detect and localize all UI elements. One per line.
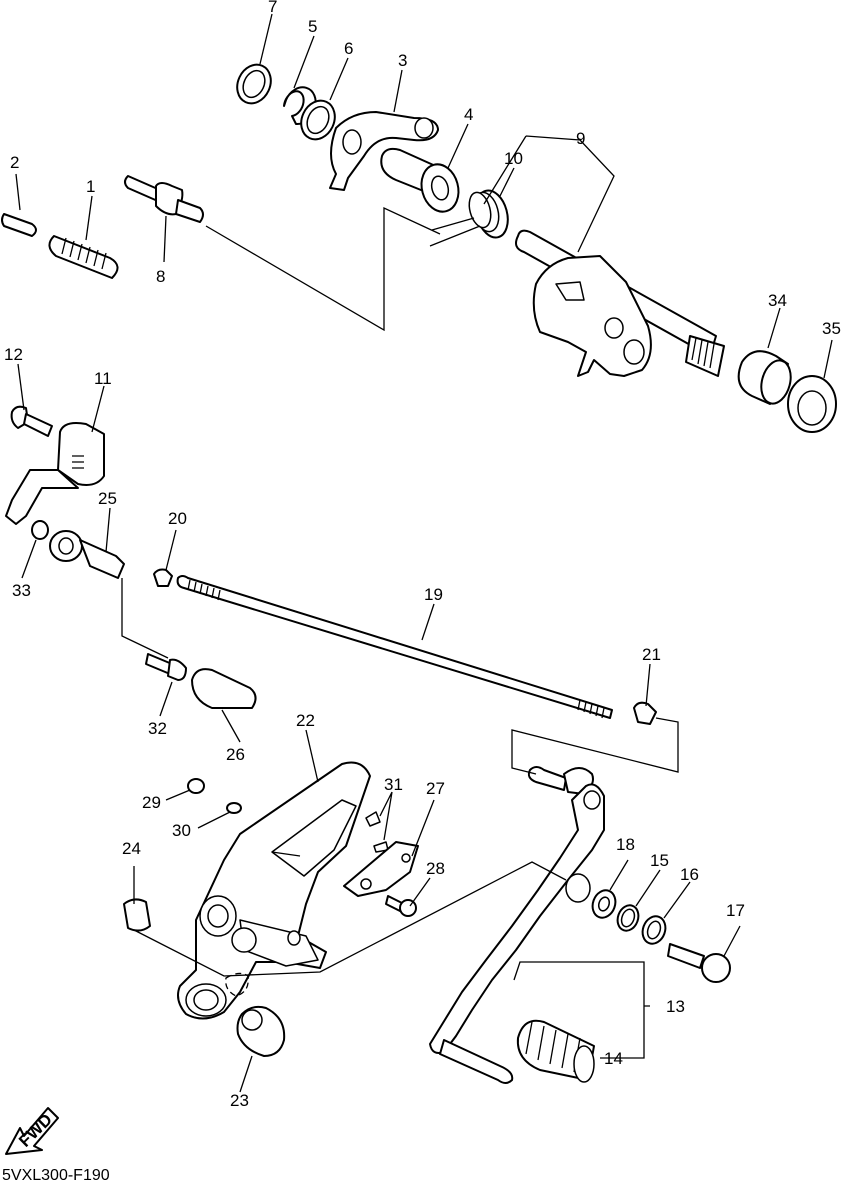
- part-washer-33: [31, 520, 49, 540]
- callout-19: 19: [424, 585, 443, 604]
- part-pin: [1, 213, 37, 237]
- callout-2: 2: [10, 153, 19, 172]
- callout-9: 9: [576, 129, 585, 148]
- callout-17: 17: [726, 901, 745, 920]
- part-washer-15: [616, 904, 640, 932]
- callout-8: 8: [156, 267, 165, 286]
- part-rubber-damper: [236, 1005, 286, 1057]
- part-nut-20: [153, 568, 173, 587]
- callout-10: 10: [504, 149, 523, 168]
- part-pedal-bolt: [667, 943, 731, 983]
- leader-lines: [15, 13, 833, 1093]
- callout-1: 1: [86, 177, 95, 196]
- part-stopper-bolt: [124, 175, 204, 223]
- part-washer-18: [591, 889, 617, 919]
- part-rod-end-cover: [191, 668, 257, 709]
- part-torsion-spring: [429, 189, 509, 247]
- part-nut-29: [187, 778, 205, 794]
- part-washer-16: [641, 915, 667, 945]
- callout-24: 24: [122, 839, 141, 858]
- callout-22: 22: [296, 711, 315, 730]
- callout-25: 25: [98, 489, 117, 508]
- part-footrest-bracket: [177, 761, 371, 1020]
- callout-21: 21: [642, 645, 661, 664]
- part-bolt-32: [145, 653, 187, 681]
- callout-29: 29: [142, 793, 161, 812]
- drawing-code: 5VXL300-F190: [2, 1167, 110, 1184]
- fwd-arrow-icon: FWD: [5, 1107, 59, 1155]
- callout-6: 6: [344, 39, 353, 58]
- callout-5: 5: [308, 17, 317, 36]
- callout-20: 20: [168, 509, 187, 528]
- callout-4: 4: [464, 105, 473, 124]
- part-bolt-12: [10, 405, 53, 437]
- callout-35: 35: [822, 319, 841, 338]
- callout-labels: 1 2 3 4 5 6 7 8 9 10 11 12 13 14 15 16 1…: [4, 0, 841, 1110]
- part-oil-seal: [787, 375, 837, 433]
- part-shift-rod: [176, 575, 613, 719]
- callout-15: 15: [650, 851, 669, 870]
- part-spring: [48, 235, 119, 279]
- callout-26: 26: [226, 745, 245, 764]
- part-shift-pedal: [429, 783, 605, 1084]
- callout-34: 34: [768, 291, 787, 310]
- part-pedal-rubber: [516, 1019, 595, 1083]
- callout-33: 33: [12, 581, 31, 600]
- part-washer-7: [236, 63, 272, 105]
- part-washer-30: [226, 802, 242, 814]
- callout-11: 11: [94, 369, 112, 388]
- callout-14: 14: [604, 1049, 623, 1068]
- part-nut-21: [633, 701, 657, 725]
- callout-27: 27: [426, 779, 445, 798]
- part-cap-24: [123, 898, 151, 932]
- part-rod-joint: [49, 530, 125, 579]
- callout-28: 28: [426, 859, 445, 878]
- callout-12: 12: [4, 345, 23, 364]
- part-collar: [380, 147, 460, 213]
- callout-30: 30: [172, 821, 191, 840]
- callout-16: 16: [680, 865, 699, 884]
- callout-7: 7: [268, 0, 277, 16]
- callout-23: 23: [230, 1091, 249, 1110]
- callout-31: 31: [384, 775, 403, 794]
- callout-3: 3: [398, 51, 407, 70]
- callout-13: 13: [666, 997, 685, 1016]
- callout-32: 32: [148, 719, 167, 738]
- part-shift-arm-lower: [5, 422, 105, 525]
- callout-18: 18: [616, 835, 635, 854]
- part-shift-arm: [329, 111, 439, 191]
- part-bush: [737, 350, 792, 405]
- part-shift-shaft: [515, 229, 725, 377]
- part-washer-6: [300, 99, 336, 141]
- part-heel-plate: [343, 841, 419, 897]
- part-screw-28: [385, 895, 417, 917]
